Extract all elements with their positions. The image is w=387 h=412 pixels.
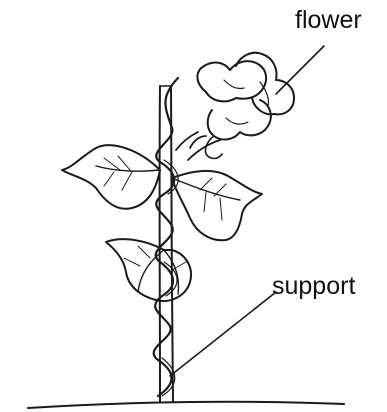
flower-cluster (176, 53, 294, 160)
flower-pointer-line (276, 46, 324, 94)
support-pointer-line (170, 292, 276, 376)
twining-stem (154, 78, 179, 396)
flower-label: flower (295, 6, 362, 34)
leaf-lower (106, 239, 191, 301)
ground-line (28, 402, 344, 408)
support-label: support (272, 272, 355, 300)
leaf-upper-left (62, 145, 160, 209)
leaf-right (172, 171, 262, 240)
